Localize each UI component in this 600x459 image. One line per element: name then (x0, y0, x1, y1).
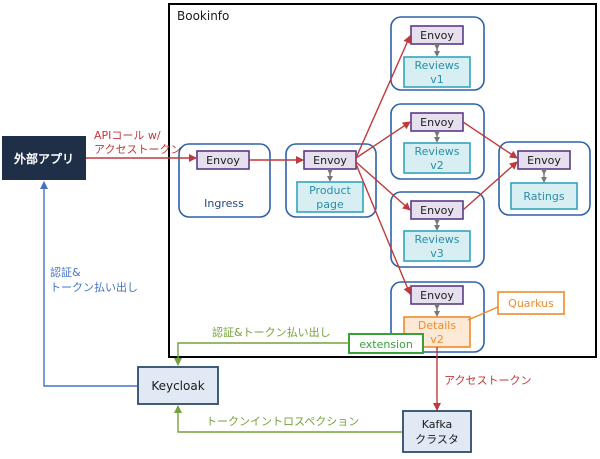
external-app-box (2, 136, 86, 180)
auth-issue-label-left-2: トークン払い出し (50, 280, 138, 294)
envoy-service-connectors (327, 44, 547, 317)
reviews-v1-service (403, 56, 471, 88)
ingress-label: Ingress (204, 197, 244, 210)
details-envoy-label: Envoy (420, 289, 454, 302)
token-introspection-label: トークンイントロスペクション (206, 415, 359, 428)
productpage-service-label-1: Product (309, 184, 351, 197)
kafka-label-1: Kafka (422, 418, 453, 431)
reviews-v3-label-2: v3 (430, 247, 444, 260)
arrow-pp-to-details (355, 163, 412, 295)
bookinfo-boundary (168, 3, 597, 358)
arrow-keycloak-app (40, 181, 137, 387)
reviews-v1-label-1: Reviews (415, 59, 460, 72)
reviews-v3-service (403, 230, 471, 262)
reviews-v2-service (403, 142, 471, 174)
details-label-2: v2 (430, 333, 444, 346)
kafka-box (402, 410, 472, 453)
quarkus-callout-line (467, 306, 499, 321)
arrow-reviews-v2-to-ratings (462, 121, 518, 159)
arrow-extension-keycloak (174, 342, 349, 366)
auth-issue-label-top: 認証&トークン払い出し (212, 325, 331, 339)
api-call-label-2: アクセストークン (94, 143, 181, 156)
access-token-label: アクセストークン (444, 374, 531, 387)
productpage-service-label-2: page (316, 198, 344, 211)
auth-issue-label-left-1: 認証& (50, 265, 81, 279)
kafka-label-2: クラスタ (415, 433, 459, 446)
reviews-v3-envoy-label: Envoy (420, 204, 454, 217)
productpage-service (296, 181, 364, 213)
reviews-v2-label-1: Reviews (415, 145, 460, 158)
ingress-envoy-label: Envoy (206, 154, 240, 167)
reviews-v1-envoy-label: Envoy (420, 29, 454, 42)
quarkus-callout (497, 291, 565, 315)
arrow-pp-to-reviews-v1 (355, 35, 411, 159)
ratings-envoy-label: Envoy (527, 154, 561, 167)
reviews-v2-envoy-label: Envoy (420, 116, 454, 129)
details-label-1: Details (418, 319, 456, 332)
arrow-pp-to-reviews-v2 (355, 121, 411, 159)
ratings-service-label: Ratings (523, 190, 564, 203)
reviews-v2-label-2: v2 (430, 159, 444, 172)
keycloak-label: Keycloak (151, 379, 204, 393)
arrow-pp-to-reviews-v3 (355, 161, 411, 211)
external-app-label: 外部アプリ (14, 151, 74, 166)
productpage-envoy-label: Envoy (313, 154, 347, 167)
bookinfo-label: Bookinfo (177, 9, 229, 23)
arrow-kafka-keycloak (174, 405, 402, 433)
reviews-v1-label-2: v1 (430, 73, 444, 86)
quarkus-label: Quarkus (508, 297, 554, 310)
api-call-label-1: APIコール w/ (94, 129, 161, 142)
keycloak-box (137, 366, 219, 405)
ratings-service (510, 182, 578, 210)
reviews-v3-label-1: Reviews (415, 233, 460, 246)
extension-label: extension (359, 338, 413, 351)
arrow-reviews-v3-to-ratings (462, 161, 518, 211)
